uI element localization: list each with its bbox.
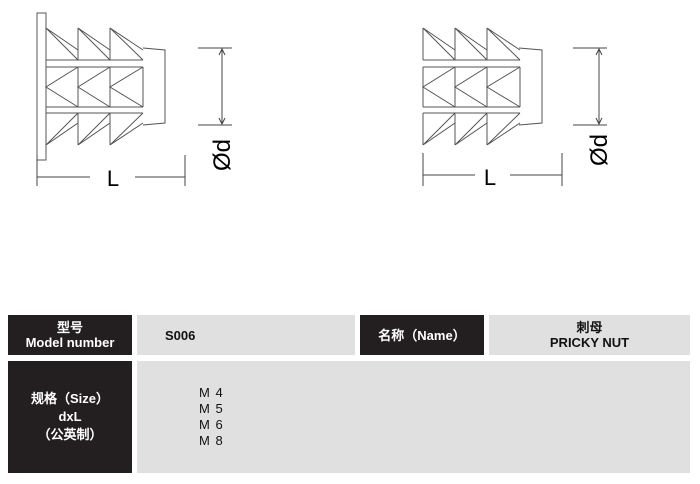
- name-value-cell: 刺母 PRICKY NUT: [489, 315, 690, 355]
- name-header-label: 名称（Name）: [378, 327, 466, 343]
- size-value: M 4: [199, 385, 224, 400]
- size-values-cell: M 4 M 5 M 6 M 8: [137, 361, 690, 473]
- length-label: L: [107, 166, 119, 191]
- size-header-line3: （公英制）: [37, 427, 103, 442]
- technical-drawings: L Ød L Ød: [36, 12, 613, 191]
- model-value-cell: S006: [137, 315, 355, 355]
- size-value: M 8: [199, 433, 224, 448]
- size-header-line2: dxL: [58, 409, 82, 424]
- size-value: M 6: [199, 417, 224, 432]
- name-value-cn: 刺母: [576, 320, 603, 335]
- model-value: S006: [165, 327, 196, 343]
- length-label: L: [484, 165, 496, 190]
- size-header: 规格（Size） dxL （公英制）: [8, 361, 132, 473]
- model-header: 型号 Model number: [8, 315, 132, 355]
- pricky-nut-drawing-flanged: L Ød: [36, 12, 236, 191]
- model-header-cn: 型号: [56, 320, 83, 335]
- size-header-line1: 规格（Size）: [30, 391, 109, 406]
- name-value-en: PRICKY NUT: [549, 335, 630, 350]
- model-header-en: Model number: [25, 335, 115, 350]
- diameter-label: Ød: [209, 139, 236, 171]
- diameter-label: Ød: [586, 134, 613, 166]
- size-value: M 5: [199, 401, 224, 416]
- name-header: 名称（Name）: [360, 315, 484, 355]
- pricky-nut-drawing-plain: L Ød: [422, 27, 613, 190]
